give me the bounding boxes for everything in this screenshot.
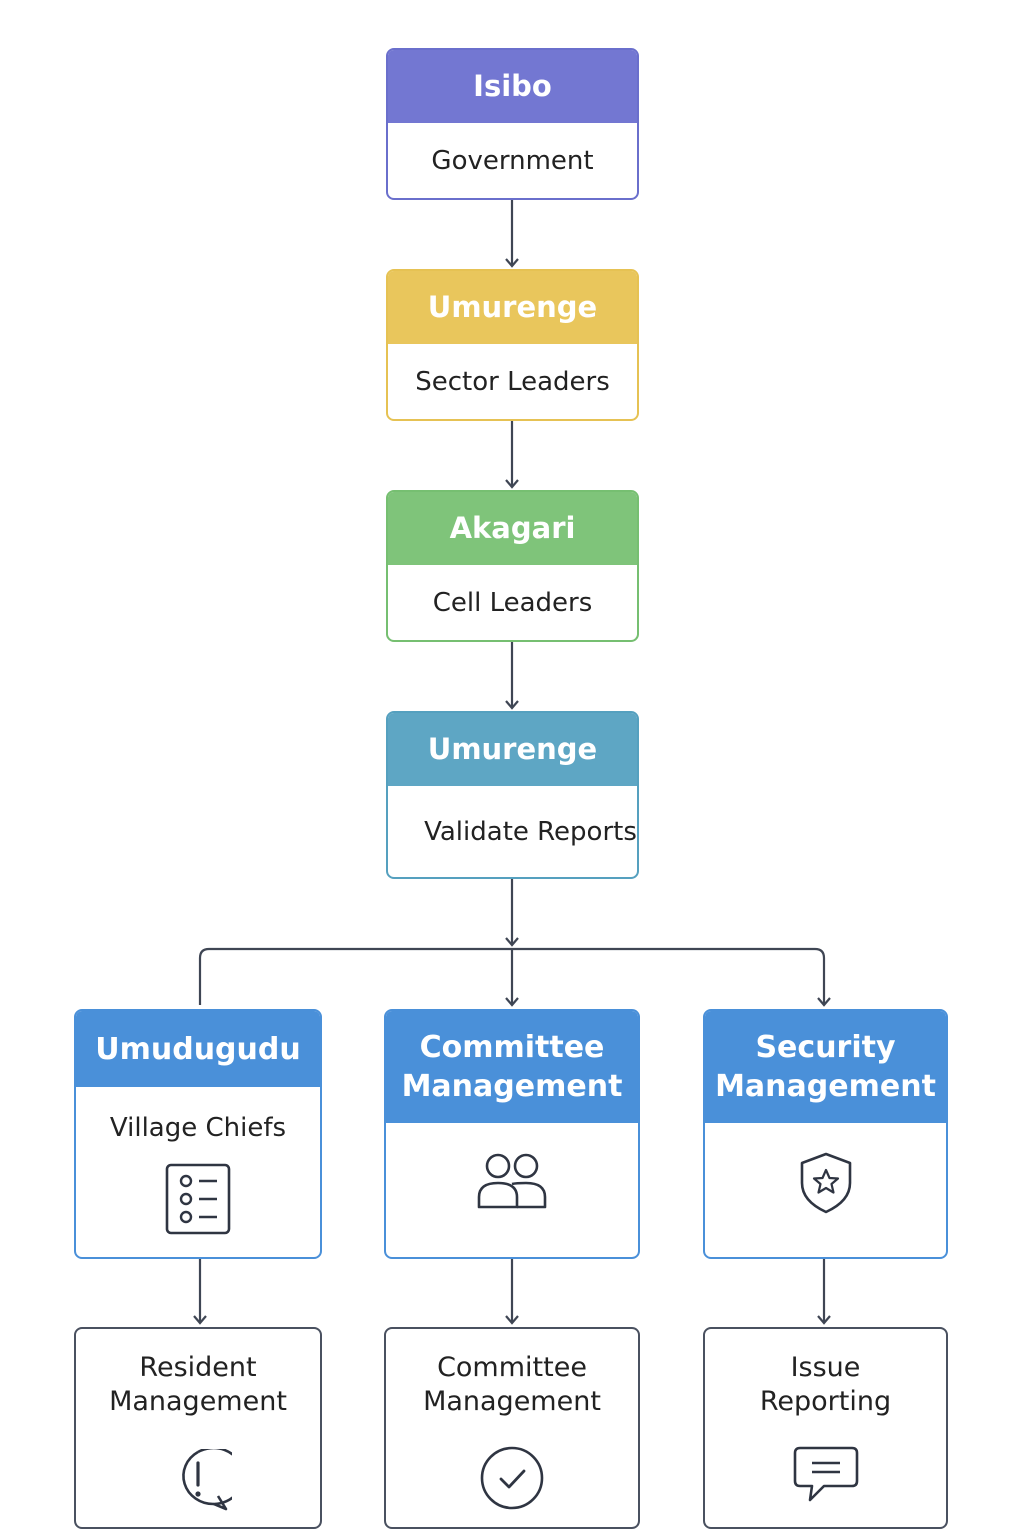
output-committee-management-label: Committee Management <box>423 1352 601 1417</box>
people-icon <box>477 1153 547 1209</box>
node-security-management-title: Security Management <box>705 1011 946 1123</box>
node-umurenge-sector-title: Umurenge <box>388 271 637 344</box>
node-isibo: Isibo Government <box>386 48 639 200</box>
node-umurenge-sector-subtitle: Sector Leaders <box>415 367 610 397</box>
node-umudugudu: Umudugudu Village Chiefs <box>74 1009 322 1259</box>
node-security-management-body <box>705 1123 946 1215</box>
node-umurenge-validate-subtitle: Validate Reports <box>424 817 637 847</box>
node-umurenge-validate-title: Umurenge <box>388 713 637 786</box>
node-isibo-title: Isibo <box>388 50 637 123</box>
node-akagari-title: Akagari <box>388 492 637 565</box>
output-issue-reporting: Issue Reporting <box>703 1327 948 1529</box>
node-umudugudu-body: Village Chiefs <box>76 1087 320 1235</box>
node-isibo-subtitle: Government <box>431 146 594 176</box>
node-umurenge-sector: Umurenge Sector Leaders <box>386 269 639 421</box>
node-akagari-subtitle: Cell Leaders <box>432 588 593 618</box>
output-resident-management: Resident Management <box>74 1327 322 1529</box>
node-committee-management-title: Committee Management <box>386 1011 638 1123</box>
chat-icon <box>793 1446 858 1501</box>
alert-bubble-icon <box>182 1448 232 1510</box>
node-umudugudu-title: Umudugudu <box>76 1011 320 1087</box>
list-icon <box>165 1163 231 1235</box>
node-committee-management-body <box>386 1123 638 1211</box>
node-umurenge-validate: Umurenge Validate Reports <box>386 711 639 879</box>
node-umudugudu-subtitle: Village Chiefs <box>109 1113 287 1143</box>
node-akagari: Akagari Cell Leaders <box>386 490 639 642</box>
output-resident-management-label: Resident Management <box>109 1352 287 1417</box>
output-committee-management: Committee Management <box>384 1327 640 1529</box>
node-committee-management: Committee Management <box>384 1009 640 1259</box>
output-issue-reporting-label: Issue Reporting <box>759 1352 892 1417</box>
check-circle-icon <box>480 1446 544 1509</box>
node-security-management: Security Management <box>703 1009 948 1259</box>
shield-star-icon <box>800 1152 851 1214</box>
